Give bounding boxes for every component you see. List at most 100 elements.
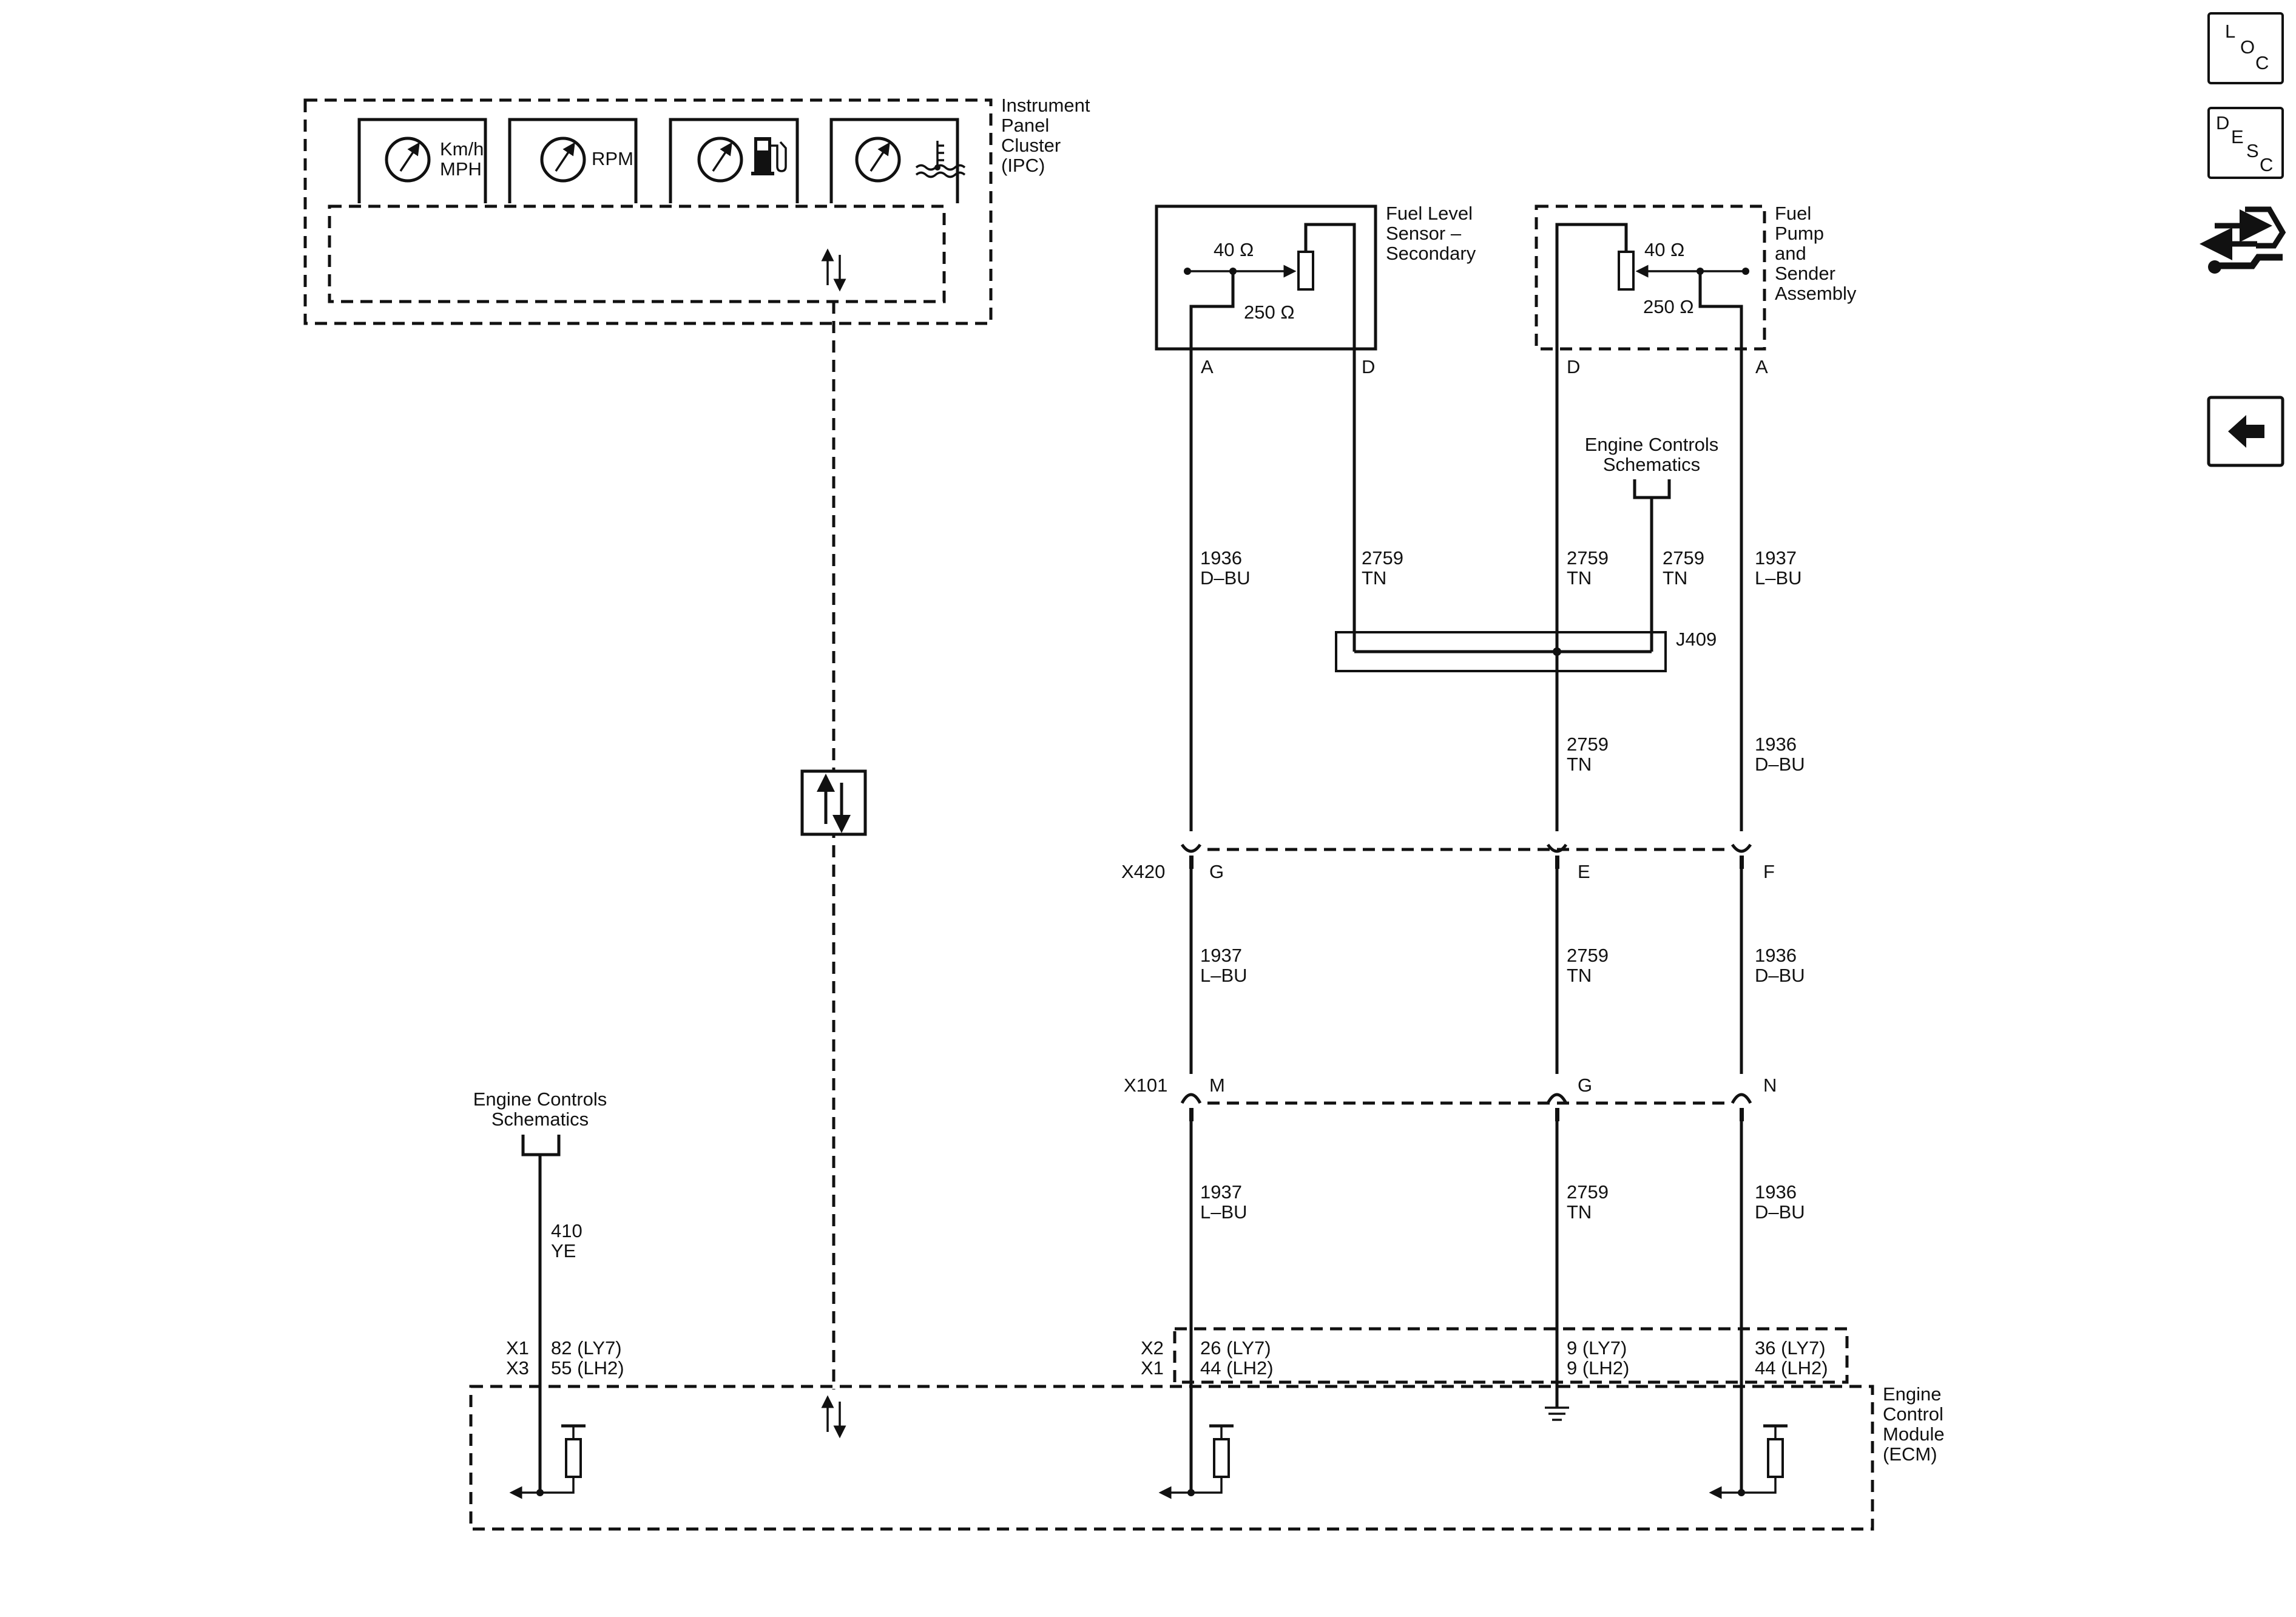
svg-text:E: E [2231,126,2244,147]
wire-label-2759-below-splice: 2759 TN [1567,734,1609,775]
wire-label-1936-lower: 1936 D–BU [1755,1181,1805,1223]
svg-text:O: O [2240,36,2255,58]
wire-label-2759-mid: 2759 TN [1567,945,1609,986]
svg-text:Module: Module [1883,1423,1945,1445]
svg-text:TN: TN [1362,567,1386,589]
coolant-temperature-symbol-icon [915,141,966,178]
splice-label: J409 [1676,629,1717,650]
ecm-pins-ground: 9 (LY7) 9 (LH2) [1567,1337,1629,1379]
svg-text:Engine Controls: Engine Controls [473,1089,607,1110]
svg-text:1936: 1936 [1755,945,1797,966]
svg-text:44 (LH2): 44 (LH2) [1755,1357,1828,1379]
svg-text:Instrument: Instrument [1001,95,1090,116]
wire-label-2759-pump: 2759 TN [1567,547,1609,589]
connector-repair-icon [2200,203,2286,279]
x420-label: X420 [1121,861,1165,882]
wire-label-2759-sensor: 2759 TN [1362,547,1403,589]
svg-text:Control: Control [1883,1403,1943,1425]
wire-label-1937-mid: 1937 L–BU [1200,945,1248,986]
loc-button[interactable]: L O C [2207,12,2284,84]
pump-250-ohm: 250 Ω [1643,296,1694,317]
svg-text:Panel: Panel [1001,115,1049,136]
connector-x101: X101 M G N [1124,1075,1777,1121]
svg-text:TN: TN [1567,567,1592,589]
svg-text:44 (LH2): 44 (LH2) [1200,1357,1274,1379]
svg-text:S: S [2246,140,2259,161]
wire-label-1936-mid: 1936 D–BU [1755,945,1805,986]
svg-text:1936: 1936 [1755,1181,1797,1203]
svg-text:2759: 2759 [1663,547,1704,569]
svg-text:2759: 2759 [1567,945,1609,966]
pump-variable-resistor [1555,223,1749,349]
speed-gauge-label-1: Km/h [440,138,484,160]
svg-text:9 (LY7): 9 (LY7) [1567,1337,1627,1359]
ecm-boundary [469,1385,1874,1531]
svg-text:L–BU: L–BU [1200,1201,1248,1223]
svg-text:26 (LY7): 26 (LY7) [1200,1337,1271,1359]
splice-j409: J409 [1335,349,1717,672]
connector-repair-button[interactable] [2200,203,2286,279]
ecm-label: Engine Control Module (ECM) [1883,1383,1945,1465]
fuel-gauge-icon [697,137,743,183]
svg-text:2759: 2759 [1362,547,1403,569]
x420-pin-g: G [1209,861,1224,882]
ecm-pins-left: X1 X3 82 (LY7) 55 (LH2) [506,1337,624,1379]
x101-pin-m: M [1209,1075,1225,1096]
svg-text:2759: 2759 [1567,734,1609,755]
engine-controls-ref-left: Engine Controls Schematics [473,1089,607,1493]
wire-label-1937-lower: 1937 L–BU [1200,1181,1248,1223]
wire-label-410: 410 YE [551,1220,582,1261]
svg-text:YE: YE [551,1240,576,1261]
svg-text:X3: X3 [506,1357,529,1379]
svg-text:1937: 1937 [1200,1181,1242,1203]
wire-label-1936-below-splice: 1936 D–BU [1755,734,1805,775]
ecm-connector-group-box [1173,1327,1849,1384]
svg-text:D: D [2216,112,2229,133]
back-button[interactable] [2207,396,2284,467]
ipc-label: Instrument Panel Cluster (IPC) [1001,95,1090,176]
tachometer-gauge-icon [540,137,586,183]
sensor-variable-resistor [1184,223,1356,349]
svg-text:C: C [2260,154,2273,175]
svg-text:1937: 1937 [1200,945,1242,966]
svg-text:2759: 2759 [1567,1181,1609,1203]
ecm-serial-data-arrows-icon [821,1395,846,1439]
svg-text:C: C [2255,52,2269,73]
sensor-40-ohm: 40 Ω [1214,239,1254,260]
svg-text:TN: TN [1567,754,1592,775]
svg-text:2759: 2759 [1567,547,1609,569]
svg-text:55 (LH2): 55 (LH2) [551,1357,624,1379]
speedometer-gauge-icon [385,137,431,183]
svg-text:9 (LH2): 9 (LH2) [1567,1357,1629,1379]
svg-text:X2: X2 [1141,1337,1164,1359]
svg-text:Schematics: Schematics [1603,454,1700,475]
svg-text:D–BU: D–BU [1200,567,1251,589]
ecm-input-circuit-right [1709,1424,1788,1499]
desc-button[interactable]: D E S C [2207,107,2284,179]
svg-text:TN: TN [1567,1201,1592,1223]
svg-text:Fuel: Fuel [1775,203,1811,224]
svg-text:Pump: Pump [1775,223,1824,244]
ecm-module: Engine Control Module (ECM) [469,1383,1945,1531]
fuel-level-sensor-label: Fuel Level Sensor – Secondary [1386,203,1476,264]
wire-label-2759-ecm-ref: 2759 TN [1663,547,1704,589]
svg-text:Fuel Level: Fuel Level [1386,203,1473,224]
svg-text:D–BU: D–BU [1755,965,1805,986]
fuel-pump-symbol-icon [751,137,787,175]
serial-data-arrows-icon [821,248,846,292]
svg-text:Sender: Sender [1775,263,1835,284]
serial-data-symbol-icon [800,769,867,836]
pump-pin-a: A [1755,356,1768,377]
ground-icon [1545,1406,1569,1421]
svg-text:Secondary: Secondary [1386,243,1476,264]
fuel-level-sensor-secondary: 40 Ω 250 Ω Fuel Level Sensor – Secondary… [1155,203,1476,377]
svg-text:TN: TN [1663,567,1687,589]
svg-text:Schematics: Schematics [491,1109,589,1130]
x420-pin-e: E [1578,861,1590,882]
fuel-pump-label: Fuel Pump and Sender Assembly [1775,203,1857,304]
svg-text:L: L [2225,21,2235,42]
svg-text:TN: TN [1567,965,1592,986]
coolant-gauge-icon [855,137,901,183]
svg-text:Sensor –: Sensor – [1386,223,1462,244]
